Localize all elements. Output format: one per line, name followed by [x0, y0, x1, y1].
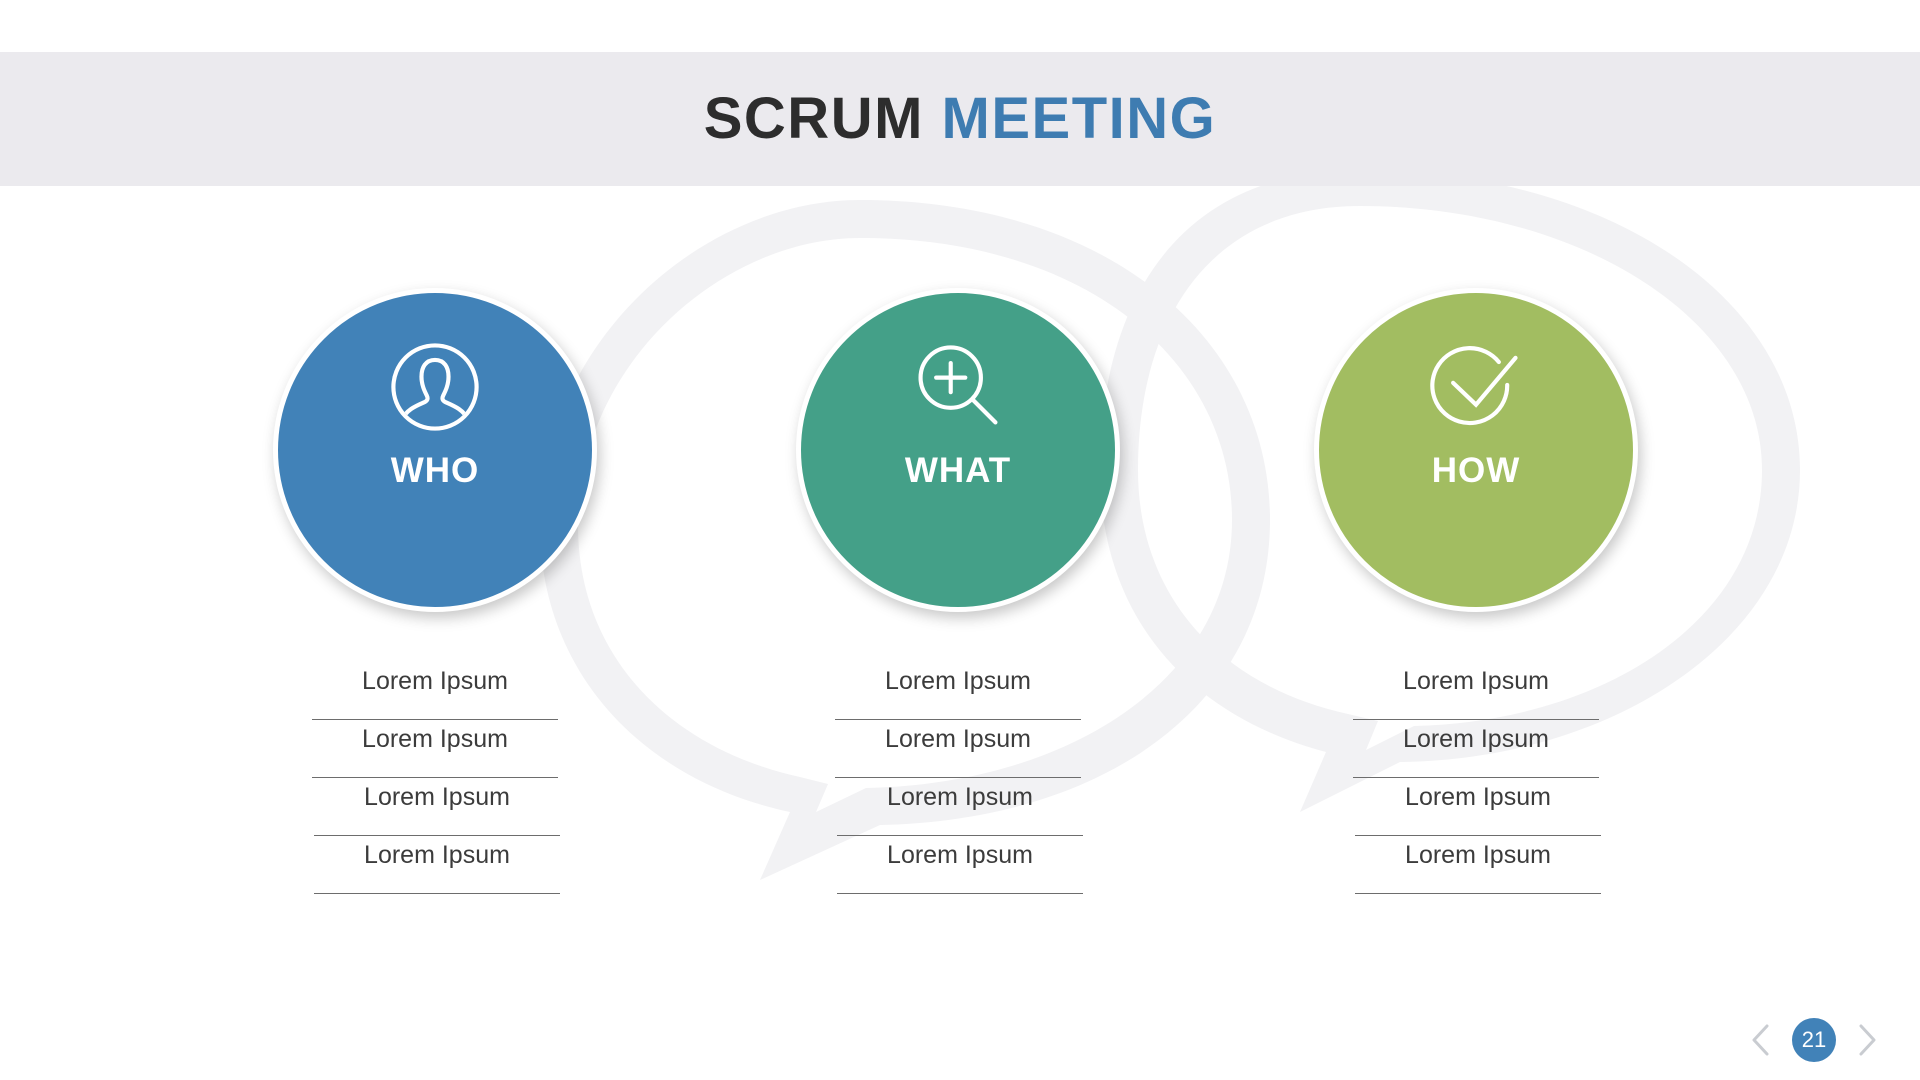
column-what: WHAT Lorem Ipsum Lorem Ipsum Lorem Ipsum: [728, 288, 1188, 894]
list-item-label: Lorem Ipsum: [1403, 725, 1549, 753]
list-item[interactable]: Lorem Ipsum: [1246, 720, 1706, 778]
list-item[interactable]: Lorem Ipsum: [1246, 662, 1706, 720]
column-who: WHO Lorem Ipsum Lorem Ipsum Lorem Ipsum: [205, 288, 665, 894]
list-item-rule: [314, 835, 560, 836]
list-item-label: Lorem Ipsum: [887, 783, 1033, 811]
list-item[interactable]: Lorem Ipsum: [732, 836, 1188, 894]
list-item-rule: [1355, 893, 1601, 894]
circle-wrap-who: WHO: [273, 288, 597, 612]
list-item-label: Lorem Ipsum: [1403, 667, 1549, 695]
list-item-rule: [1353, 777, 1599, 778]
person-in-circle-icon: [383, 335, 487, 439]
list-item-label: Lorem Ipsum: [362, 725, 508, 753]
list-item-rule: [1353, 719, 1599, 720]
list-item-label: Lorem Ipsum: [1405, 841, 1551, 869]
title-banner: SCRUM MEETING: [0, 52, 1920, 186]
chevron-right-icon[interactable]: [1852, 1020, 1882, 1060]
circle-badge-what[interactable]: WHAT: [796, 288, 1120, 612]
item-list-what: Lorem Ipsum Lorem Ipsum Lorem Ipsum Lore…: [728, 662, 1188, 894]
list-item[interactable]: Lorem Ipsum: [1250, 836, 1706, 894]
list-item-rule: [837, 835, 1083, 836]
circle-label-how: HOW: [1431, 451, 1521, 490]
list-item[interactable]: Lorem Ipsum: [209, 778, 665, 836]
list-item[interactable]: Lorem Ipsum: [209, 836, 665, 894]
chevron-left-icon[interactable]: [1746, 1020, 1776, 1060]
list-item[interactable]: Lorem Ipsum: [205, 662, 665, 720]
circle-badge-how[interactable]: HOW: [1314, 288, 1638, 612]
list-item-rule: [835, 777, 1081, 778]
pager: 21: [1746, 1018, 1882, 1062]
list-item-rule: [312, 777, 558, 778]
list-item[interactable]: Lorem Ipsum: [728, 720, 1188, 778]
list-item[interactable]: Lorem Ipsum: [732, 778, 1188, 836]
list-item-rule: [1355, 835, 1601, 836]
list-item-rule: [312, 719, 558, 720]
list-item-rule: [314, 893, 560, 894]
list-item-label: Lorem Ipsum: [364, 841, 510, 869]
list-item-label: Lorem Ipsum: [887, 841, 1033, 869]
list-item-label: Lorem Ipsum: [885, 667, 1031, 695]
column-how: HOW Lorem Ipsum Lorem Ipsum Lorem Ipsum: [1246, 288, 1706, 894]
page-number-badge[interactable]: 21: [1792, 1018, 1836, 1062]
list-item-label: Lorem Ipsum: [1405, 783, 1551, 811]
circle-label-who: WHO: [390, 451, 480, 490]
list-item-rule: [837, 893, 1083, 894]
page-title: SCRUM MEETING: [704, 90, 1217, 148]
list-item[interactable]: Lorem Ipsum: [1250, 778, 1706, 836]
circle-wrap-how: HOW: [1314, 288, 1638, 612]
list-item-rule: [835, 719, 1081, 720]
circle-label-what: WHAT: [904, 451, 1012, 490]
check-in-circle-icon: [1424, 335, 1528, 439]
list-item-label: Lorem Ipsum: [364, 783, 510, 811]
list-item[interactable]: Lorem Ipsum: [728, 662, 1188, 720]
page-title-accent: MEETING: [941, 86, 1217, 151]
item-list-how: Lorem Ipsum Lorem Ipsum Lorem Ipsum Lore…: [1246, 662, 1706, 894]
circle-wrap-what: WHAT: [796, 288, 1120, 612]
item-list-who: Lorem Ipsum Lorem Ipsum Lorem Ipsum Lore…: [205, 662, 665, 894]
page-title-primary: SCRUM: [703, 86, 924, 151]
list-item-label: Lorem Ipsum: [885, 725, 1031, 753]
list-item[interactable]: Lorem Ipsum: [205, 720, 665, 778]
circle-badge-who[interactable]: WHO: [273, 288, 597, 612]
list-item-label: Lorem Ipsum: [362, 667, 508, 695]
page-number-label: 21: [1801, 1027, 1827, 1052]
magnifier-plus-icon: [906, 335, 1010, 439]
